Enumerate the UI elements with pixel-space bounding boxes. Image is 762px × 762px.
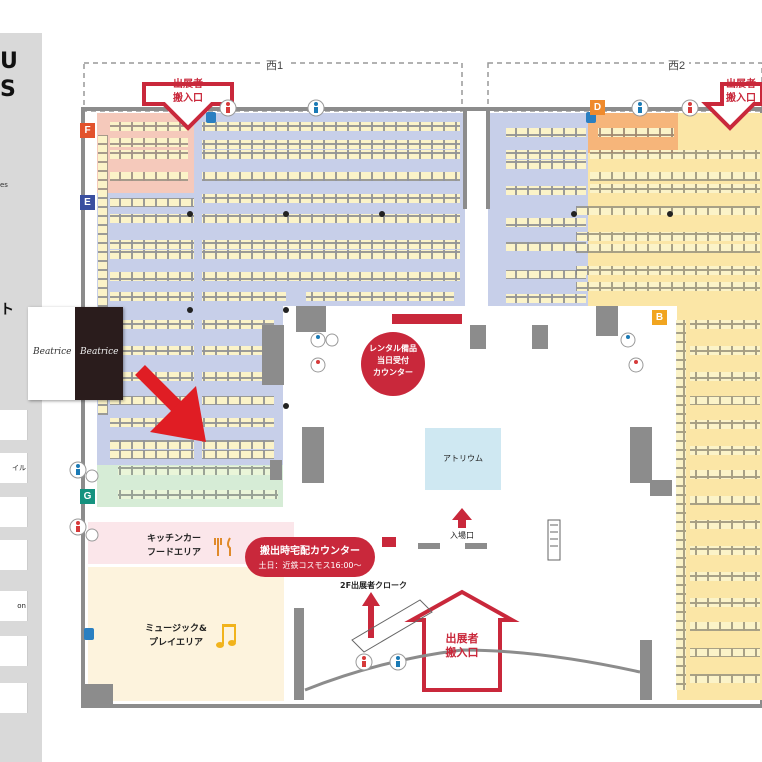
- exhibitor-entry-bottom-label: 出展者 搬入口: [445, 632, 479, 659]
- side-logo-mark: ト: [0, 302, 14, 318]
- restroom-icons: [69, 99, 699, 671]
- pointer-arrow: [135, 365, 206, 442]
- zone-d-badge[interactable]: D: [590, 100, 605, 115]
- side-item-6[interactable]: [0, 636, 28, 666]
- rental-counter-strip: [392, 314, 462, 324]
- brand-card-light: Beatrice: [28, 307, 75, 400]
- delivery-counter-pill[interactable]: 搬出時宅配カウンター 土日：近鉄コスモス16:00〜: [245, 537, 375, 577]
- side-item-3[interactable]: [0, 497, 28, 527]
- side-item-5[interactable]: on: [0, 591, 28, 621]
- food-area-label: キッチンカー フードエリア: [146, 534, 201, 558]
- entrance-arrow: [452, 508, 472, 528]
- exhibitor-entry-right-label: 出展者 搬入口: [726, 79, 756, 104]
- side-logo-sub: es: [0, 181, 8, 189]
- entry-arrow-left: [142, 82, 234, 131]
- bottom-wall-curve: [304, 648, 641, 692]
- exhibitor-entry-left-label: 出展者 搬入口: [173, 79, 203, 104]
- zone-g-badge[interactable]: G: [80, 489, 95, 504]
- fork-knife-icon: [214, 537, 231, 556]
- side-item-7[interactable]: [0, 683, 28, 713]
- atrium-label: アトリウム: [443, 454, 483, 463]
- hall-west2-label: 西2: [664, 57, 690, 73]
- yellow-area: [588, 113, 762, 700]
- zone-b-badge[interactable]: B: [652, 310, 667, 325]
- delivery-counter-block: [382, 537, 396, 547]
- zone-f-badge[interactable]: F: [80, 123, 95, 138]
- side-item-4[interactable]: [0, 540, 28, 570]
- interior-walls: [83, 109, 672, 704]
- music-note-icon: [216, 624, 236, 648]
- rental-counter-badge[interactable]: レンタル備品 当日受付 カウンター: [361, 332, 425, 396]
- cloak-arrow-head: [362, 592, 380, 606]
- hall-west1-label: 西1: [262, 57, 288, 73]
- booth-rows-west1: [98, 122, 460, 499]
- booth-rows-west2: [506, 128, 760, 690]
- zone-e-badge[interactable]: E: [80, 195, 95, 210]
- entry-arrow-right: [701, 82, 762, 131]
- stairs: [351, 519, 561, 653]
- brand-card[interactable]: Beatrice Beatrice: [28, 307, 123, 400]
- trash-icons: [84, 112, 596, 640]
- brand-card-dark: Beatrice: [75, 307, 123, 400]
- music-area-label: ミュージック& プレイエリア: [145, 624, 207, 648]
- side-item-1[interactable]: [0, 410, 28, 440]
- cloak-label: 2F出展者クローク: [340, 581, 408, 590]
- brand-name-right: Beatrice: [80, 347, 119, 357]
- side-logo: U S: [0, 49, 18, 102]
- outer-wall: [81, 107, 762, 708]
- cloak-arrow-shaft: [368, 606, 374, 638]
- entry-arrow-bottom: [404, 589, 520, 692]
- atrium-area: [425, 428, 501, 490]
- side-item-2[interactable]: イル: [0, 453, 28, 483]
- delivery-counter-hours: 土日：近鉄コスモス16:00〜: [258, 561, 362, 570]
- brand-name-left: Beatrice: [33, 347, 72, 357]
- music-area: [88, 567, 284, 701]
- delivery-counter-title: 搬出時宅配カウンター: [260, 546, 360, 557]
- entrance-label: 入場口: [450, 531, 474, 540]
